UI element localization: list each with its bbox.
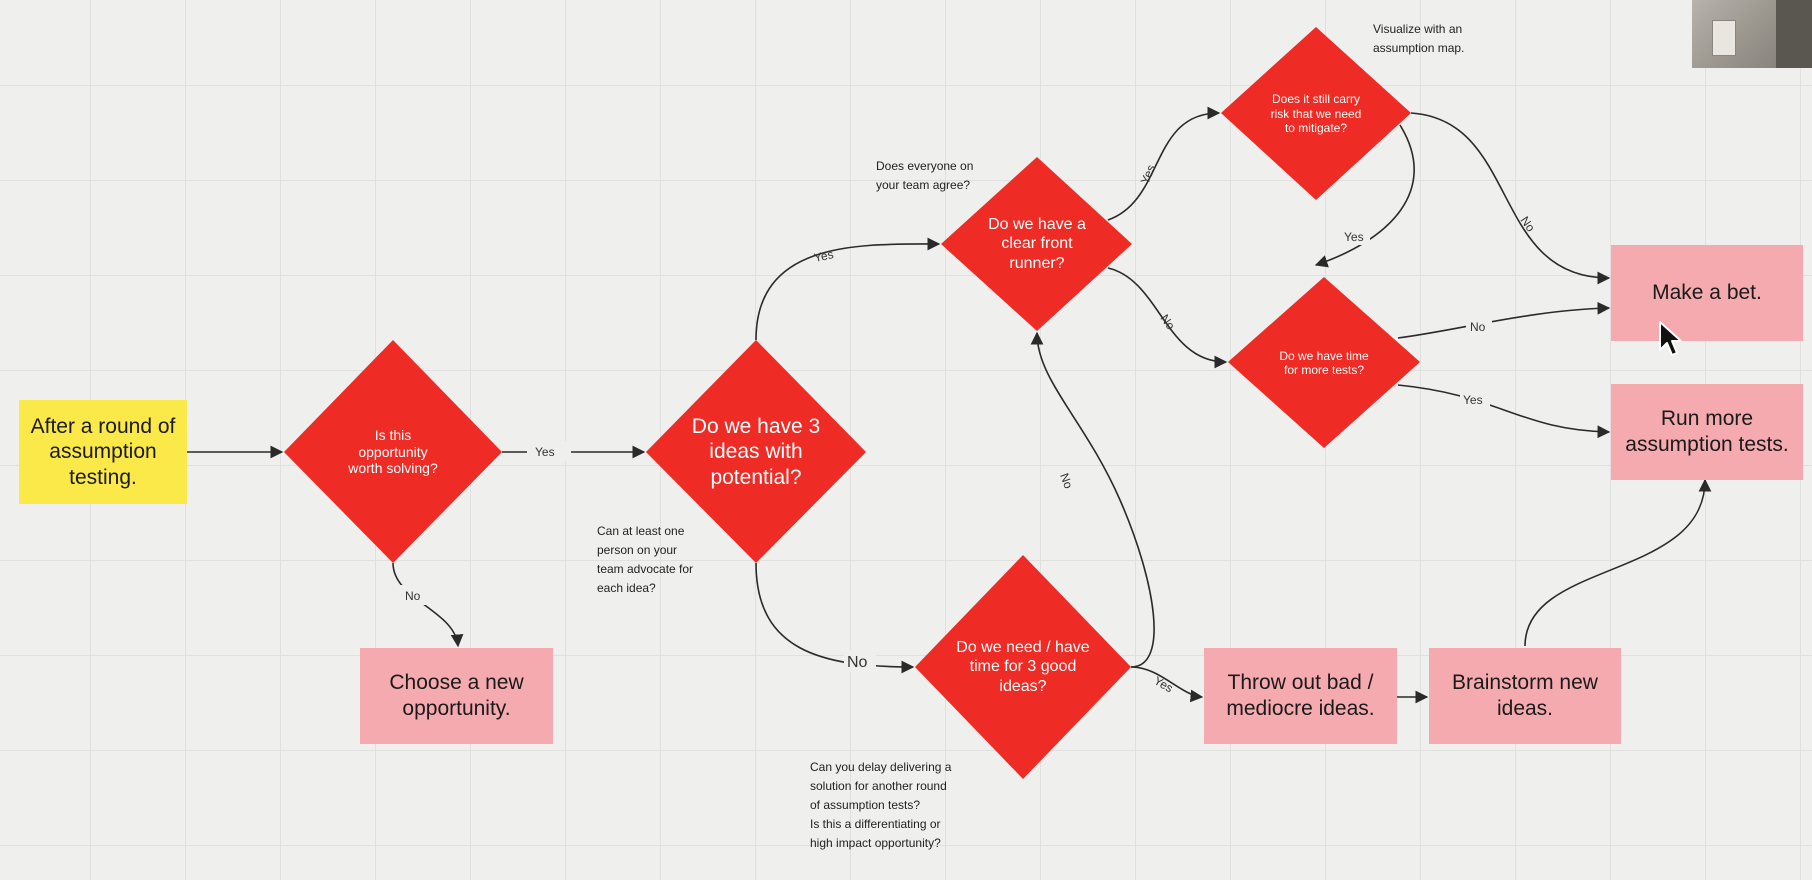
edge-risk-no	[1410, 112, 1611, 285]
decision-need-time[interactable]	[915, 555, 1131, 779]
label-risk-no: No	[1518, 214, 1538, 235]
edge-need-yes	[1130, 666, 1204, 703]
edge-front-yes	[1107, 106, 1221, 221]
edge-need-no	[1030, 331, 1155, 668]
webcam-thumbnail	[1692, 0, 1812, 68]
outcome-brainstorm-ideas[interactable]: Brainstorm new ideas.	[1429, 648, 1621, 744]
decision-three-ideas[interactable]	[646, 340, 866, 563]
edge-tests-no	[1397, 301, 1611, 339]
label-front-yes: Yes	[1138, 163, 1158, 186]
label-tests-yes: Yes	[1463, 393, 1483, 407]
label-need-no: No	[1057, 471, 1076, 491]
outcome-make-a-bet[interactable]: Make a bet.	[1611, 245, 1803, 341]
start-box[interactable]: After a round of assumption testing.	[19, 400, 187, 504]
label-worth-no: No	[405, 589, 421, 603]
edge-tests-yes	[1397, 384, 1611, 439]
label-worth-solving: Is this opportunity worth solving?	[348, 426, 438, 477]
edge-brain-to-run	[1524, 478, 1712, 647]
door-frame-image	[1776, 0, 1812, 68]
edge-risk-yes	[1314, 124, 1415, 268]
label-ideas-no: No	[847, 654, 868, 671]
label-ideas-yes: Yes	[813, 247, 835, 265]
label-carry-risk: Does it still carry risk that we need to…	[1270, 92, 1362, 136]
label-three-ideas: Do we have 3 ideas with potential?	[691, 415, 821, 489]
label-time-tests: Do we have time for more tests?	[1279, 348, 1369, 377]
label-tests-no: No	[1470, 320, 1486, 334]
edge-ideas-no	[755, 562, 915, 674]
decision-front-runner[interactable]	[941, 157, 1132, 331]
label-risk-yes: Yes	[1344, 230, 1364, 244]
label-need-yes: Yes	[1152, 673, 1176, 695]
outcome-choose-new-opportunity[interactable]: Choose a new opportunity.	[360, 648, 553, 744]
note-visualize: Visualize with an assumption map.	[1373, 22, 1466, 55]
decision-time-tests[interactable]	[1228, 277, 1420, 448]
edge-ideas-yes	[755, 237, 941, 341]
edge-front-no	[1107, 267, 1228, 369]
label-worth-yes: Yes	[535, 445, 555, 459]
note-delay: Can you delay delivering a solution for …	[810, 760, 955, 850]
light-switch-image	[1712, 20, 1736, 56]
decision-carry-risk[interactable]	[1221, 27, 1411, 200]
note-agree: Does everyone on your team agree?	[876, 159, 977, 192]
decision-worth-solving[interactable]	[284, 340, 502, 563]
mouse-pointer-icon	[1659, 321, 1682, 356]
label-need-time: Do we need / have time for 3 good ideas?	[956, 639, 1090, 695]
outcome-run-more-tests[interactable]: Run more assumption tests.	[1611, 384, 1803, 480]
note-advocate: Can at least one person on your team adv…	[597, 524, 696, 595]
outcome-throw-out-ideas[interactable]: Throw out bad / mediocre ideas.	[1204, 648, 1397, 744]
label-front-runner: Do we have a clear front runner?	[988, 216, 1086, 272]
